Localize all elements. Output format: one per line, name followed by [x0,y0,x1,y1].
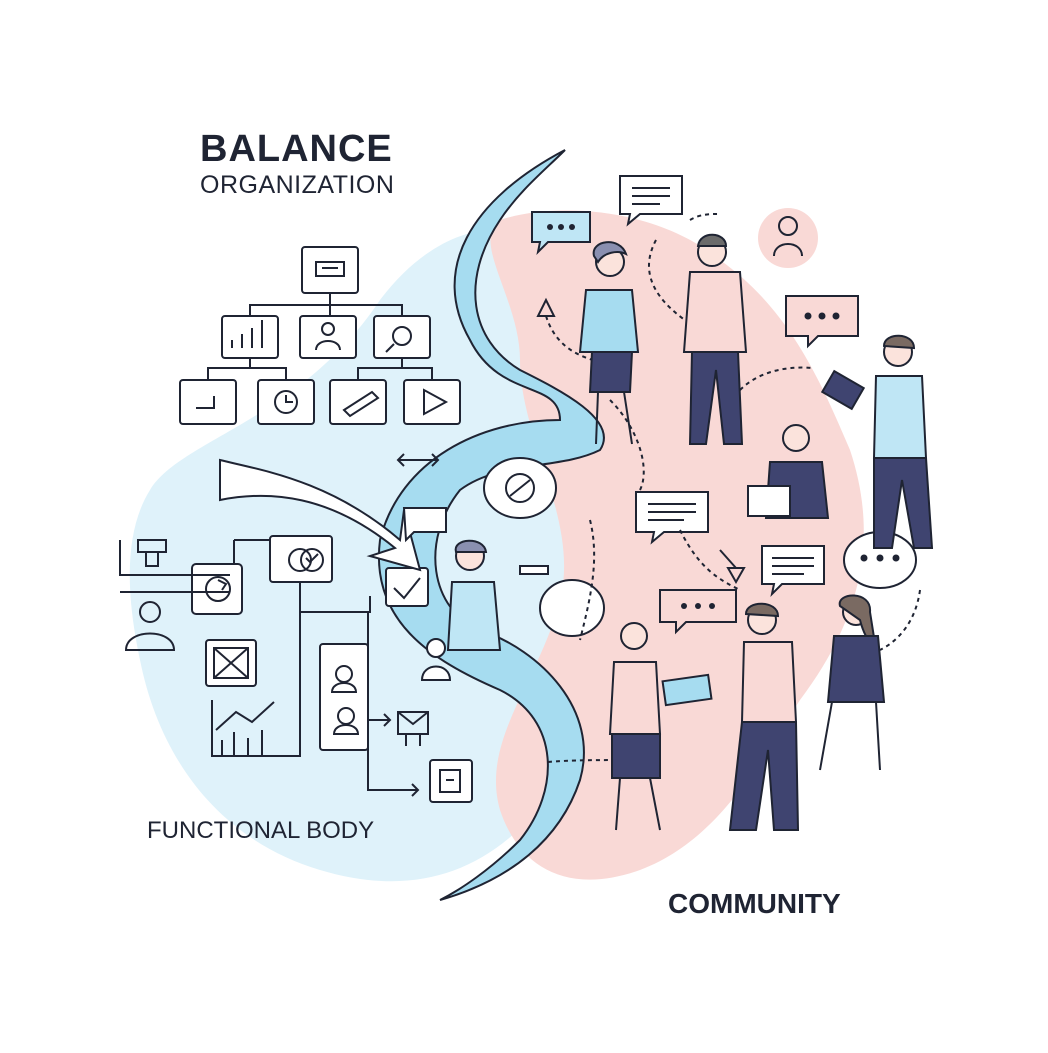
toolbox-icon [301,246,359,294]
left-flow-glyphs [119,458,461,797]
speech-icon [402,507,447,543]
user-icon [299,315,357,359]
people [420,233,934,831]
org-chart [179,246,461,425]
presentation-icon [179,379,237,425]
checklist-icon [385,567,429,607]
org-chart-glyphs [196,261,449,418]
title: BALANCE [200,128,393,170]
community-label: COMMUNITY [668,888,841,919]
chat-bubble-icon [539,579,605,637]
functional-body-label: FUNCTIONAL BODY [147,817,375,844]
person-avatar-icon [758,208,818,268]
blue-ribbon [377,149,605,901]
tools-icon [373,315,431,359]
chat-bubble-icon [531,211,591,256]
bubble-dots [547,224,900,609]
play-icon [403,379,461,425]
subtitle: ORGANIZATION [200,171,395,199]
chat-bubble-icon [659,589,737,635]
speech-icon [619,175,683,227]
chat-bubble-icon [785,295,859,349]
refresh-icon [191,563,243,615]
bar-chart-icon [221,315,279,359]
